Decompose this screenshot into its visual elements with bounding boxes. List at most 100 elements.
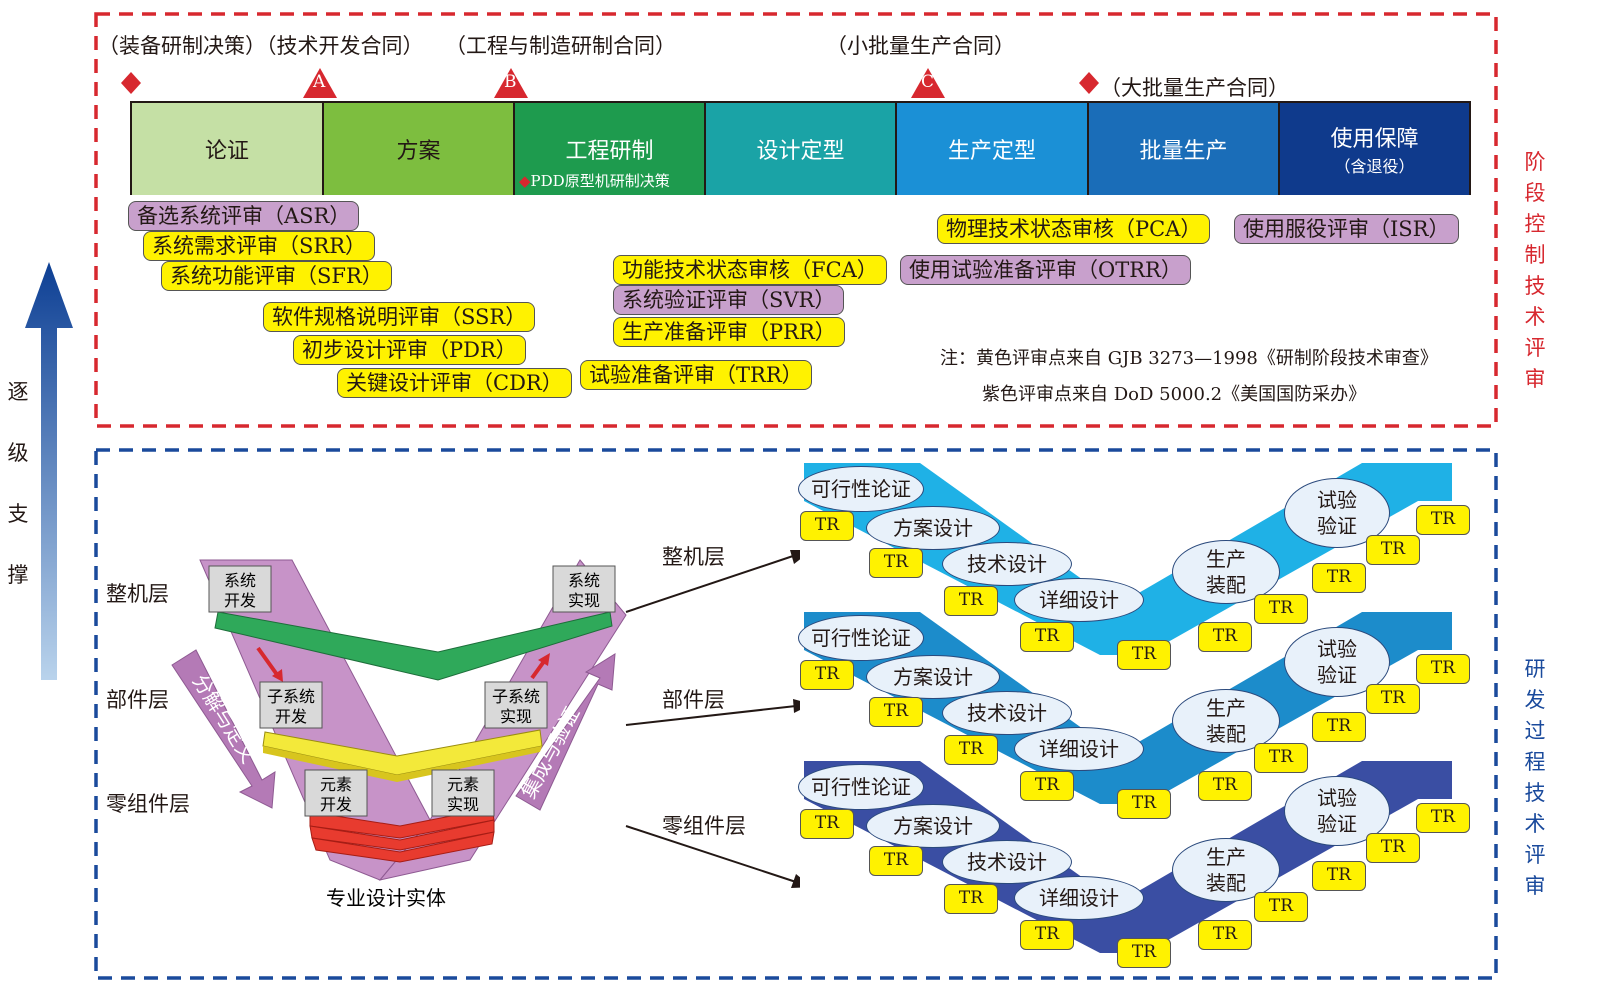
- label-line: 阶段: [1524, 150, 1546, 205]
- milestone-c-label: C: [921, 72, 935, 92]
- phase-label: 工程研制: [565, 139, 654, 164]
- tr-tag: TR: [1020, 622, 1074, 652]
- phase-engineering: 工程研制 ◆PDD原型机研制决策: [513, 103, 704, 195]
- label-char: 级: [7, 441, 29, 465]
- tr-tag: TR: [1366, 833, 1420, 863]
- level-label-component: 部件层: [106, 688, 169, 712]
- review-ssr: 软件规格说明评审（SSR）: [263, 302, 536, 332]
- label-line: 评审: [1524, 336, 1546, 391]
- system-layer-plate: [214, 611, 613, 681]
- phase-sublabel: （含退役）: [1334, 157, 1415, 176]
- phase-label: 论证: [204, 139, 249, 164]
- part-level-arrow: [625, 825, 797, 883]
- label-char: 撑: [7, 563, 29, 587]
- phase-demonstration: 论证: [132, 103, 322, 195]
- system-impl-box: 系统 实现: [552, 565, 616, 613]
- tr-tag: TR: [944, 884, 998, 914]
- decompose-arrow: [171, 649, 276, 809]
- review-svr: 系统验证评审（SVR）: [613, 285, 845, 315]
- contract-label-development: （装备研制决策）（技术开发合同）: [98, 34, 424, 58]
- step-assembly: 生产装配: [1172, 540, 1280, 604]
- system-dev-box: 系统 开发: [208, 565, 272, 613]
- review-pdr: 初步设计评审（PDR）: [293, 335, 526, 365]
- label-line: 技术: [1524, 781, 1546, 836]
- arrow-head-icon: [790, 550, 800, 564]
- decision-diamond-icon: [121, 72, 141, 94]
- tr-tag: TR: [800, 660, 854, 690]
- step-line: 生产: [1206, 845, 1246, 869]
- milestone-c-triangle-icon: [911, 68, 945, 98]
- level-label-part: 零组件层: [106, 792, 190, 816]
- phase-sublabel: PDD原型机研制决策: [530, 172, 670, 190]
- step-tech: 技术设计: [942, 840, 1072, 884]
- step-detail: 详细设计: [1014, 876, 1144, 920]
- arrow-head-icon: [791, 874, 800, 888]
- step-test: 试验验证: [1284, 627, 1390, 697]
- step-line: 试验: [1317, 637, 1357, 661]
- tr-tag: TR: [1312, 563, 1366, 593]
- phase-label: 设计定型: [756, 139, 845, 164]
- phase-mass-production: 批量生产: [1087, 103, 1278, 195]
- label-line: 技术: [1524, 274, 1546, 329]
- tr-tag: TR: [1254, 743, 1308, 773]
- box-line: 元素: [320, 775, 352, 794]
- tr-tag: TR: [1366, 684, 1420, 714]
- arrow-head-icon: [793, 699, 800, 713]
- label-char: 支: [7, 502, 29, 526]
- tr-tag: TR: [1254, 594, 1308, 624]
- box-line: 子系统: [267, 687, 315, 706]
- tr-tag: TR: [1117, 789, 1171, 819]
- step-tech: 技术设计: [942, 691, 1072, 735]
- v-model-caption: 专业设计实体: [326, 886, 446, 910]
- tr-tag: TR: [1416, 505, 1470, 535]
- label-line: 研发: [1524, 657, 1546, 712]
- milestone-markers: [121, 68, 1099, 98]
- arrow-label-component: 部件层: [662, 688, 725, 712]
- box-line: 开发: [320, 795, 352, 814]
- tr-tag: TR: [869, 548, 923, 578]
- tr-tag: TR: [1020, 771, 1074, 801]
- step-scheme: 方案设计: [866, 655, 1000, 699]
- tr-tag: TR: [1254, 892, 1308, 922]
- step-line: 验证: [1317, 812, 1357, 836]
- tr-tag: TR: [1312, 861, 1366, 891]
- support-arrow: [25, 262, 73, 680]
- decision-diamond-icon: ◆: [519, 172, 531, 190]
- subsystem-dev-box: 子系统 开发: [259, 681, 323, 729]
- label-line: 过程: [1524, 719, 1546, 774]
- element-impl-box: 元素 实现: [431, 769, 495, 817]
- tr-tag: TR: [869, 697, 923, 727]
- contract-label-engineering: （工程与制造研制合同）: [445, 34, 676, 58]
- step-test: 试验验证: [1284, 776, 1390, 846]
- subsystem-impl-box: 子系统 实现: [484, 681, 548, 729]
- review-cdr: 关键设计评审（CDR）: [337, 368, 572, 398]
- up-arrow-icon: [530, 658, 547, 680]
- down-arrow-icon: [256, 646, 280, 678]
- label-line: 评审: [1524, 843, 1546, 898]
- milestone-a-label: A: [313, 72, 326, 92]
- level-label-system: 整机层: [106, 582, 169, 606]
- element-dev-box: 元素 开发: [304, 769, 368, 817]
- tr-tag: TR: [1198, 771, 1252, 801]
- tr-tag: TR: [1117, 640, 1171, 670]
- up-arrow-head-icon: [538, 653, 550, 666]
- step-line: 验证: [1317, 514, 1357, 538]
- tr-tag: TR: [1416, 654, 1470, 684]
- step-scheme: 方案设计: [866, 506, 1000, 550]
- tr-tag: TR: [944, 735, 998, 765]
- box-line: 实现: [568, 591, 600, 610]
- phase-label: 使用保障: [1330, 127, 1419, 152]
- phase-support: 使用保障 （含退役）: [1278, 103, 1469, 195]
- step-assembly: 生产装配: [1172, 838, 1280, 902]
- phase-scheme: 方案: [322, 103, 513, 195]
- pdd-decision-note: ◆PDD原型机研制决策: [519, 170, 670, 191]
- tr-tag: TR: [944, 586, 998, 616]
- step-scheme: 方案设计: [866, 804, 1000, 848]
- review-sfr: 系统功能评审（SFR）: [161, 261, 392, 291]
- component-level-arrow: [625, 705, 797, 726]
- process-review-frame: [94, 448, 1498, 980]
- phase-production-finalization: 生产定型: [895, 103, 1087, 195]
- step-line: 生产: [1206, 547, 1246, 571]
- component-layer-plate-shadow: [263, 746, 542, 782]
- step-assembly: 生产装配: [1172, 689, 1280, 753]
